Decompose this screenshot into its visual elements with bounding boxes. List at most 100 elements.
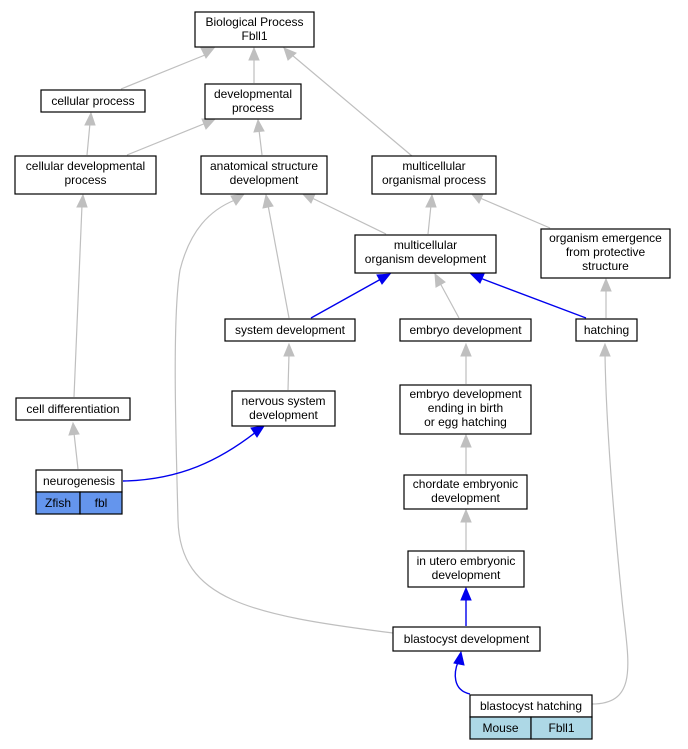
annotation-gene: fbl [95, 496, 108, 510]
node-embryo-development[interactable]: embryo development [399, 318, 532, 342]
edge-mod-to-anatomical-structure-development [311, 197, 387, 235]
edge-embryo-development-to-mod [439, 282, 460, 319]
node-organism-emergence[interactable]: organism emergence from protective struc… [540, 228, 671, 279]
node-anatomical-structure-development[interactable]: anatomical structure development [200, 155, 328, 195]
arrowhead [262, 193, 274, 209]
annotation-cell-gene [530, 716, 593, 740]
node-multicellular-organism-development[interactable]: multicellular organism development [354, 234, 497, 274]
node-label: in utero embryonic [417, 554, 516, 568]
node-label: nervous system [241, 394, 325, 408]
edges-is-a [68, 46, 629, 705]
annotation-cell-gene [79, 491, 123, 515]
node-label: multicellular [402, 159, 465, 173]
edges-part-of [122, 273, 587, 695]
node-embryo-development-ending[interactable]: embryo development ending in birth or eg… [399, 384, 532, 435]
node-multicellular-organismal-process[interactable]: multicellular organismal process [371, 155, 497, 195]
edge-neurogenesis-to-nervous-system-development [122, 431, 257, 482]
node-cellular-developmental-process[interactable]: cellular developmental process [14, 155, 157, 195]
node-developmental-process[interactable]: developmental process [204, 83, 302, 120]
arrowhead [230, 193, 246, 206]
edge-blastocyst-hatching-to-hatching [591, 353, 629, 705]
arrowhead [283, 342, 295, 357]
node-label: hatching [584, 323, 629, 337]
edge-blastocyst-development-to-anatomical-structure-development [174, 199, 394, 634]
arrowhead [434, 272, 446, 288]
node-label: development [230, 173, 299, 187]
node-label: structure [582, 259, 629, 273]
arrowhead [460, 586, 472, 601]
node-label: developmental [214, 87, 292, 101]
edge-anatomical-structure-development-to-developmental-process [258, 129, 263, 156]
arrowhead [200, 47, 216, 59]
annotation-species: Zfish [45, 496, 71, 510]
node-hatching[interactable]: hatching [575, 318, 638, 342]
arrowhead [460, 508, 472, 523]
edge-hatching-to-mod [479, 277, 587, 319]
edge-nervous-system-development-to-system-development [287, 353, 290, 391]
node-chordate-embryonic-development[interactable]: chordate embryonic development [403, 474, 528, 510]
arrowhead [425, 193, 437, 208]
node-blastocyst-hatching[interactable]: blastocyst hatching [469, 694, 593, 718]
arrowhead [469, 273, 485, 284]
node-label: embryo development [409, 323, 522, 337]
arrowhead [68, 421, 80, 436]
node-neurogenesis[interactable]: neurogenesis [35, 469, 123, 493]
node-blastocyst-development[interactable]: blastocyst development [392, 626, 541, 652]
node-label: or egg hatching [424, 415, 507, 429]
node-label: from protective [566, 245, 646, 259]
node-label: neurogenesis [43, 474, 115, 488]
node-biological-process[interactable]: Biological Process Fbll1 [194, 11, 315, 48]
node-label: embryo development [409, 387, 522, 401]
node-label: cell differentiation [26, 402, 119, 416]
node-label: anatomical structure [210, 159, 318, 173]
node-label: development [432, 568, 501, 582]
annotation-species: Mouse [482, 721, 518, 735]
edge-cellular-developmental-process-to-developmental-process [126, 122, 207, 156]
node-nervous-system-development[interactable]: nervous system development [231, 390, 336, 427]
node-label: blastocyst development [404, 632, 530, 646]
edge-cell-differentiation-to-cellular-developmental-process [73, 204, 83, 398]
edge-mod-to-multicellular-organismal-process [427, 204, 432, 235]
node-label: development [431, 491, 500, 505]
arrowhead [283, 47, 297, 61]
node-cell-differentiation[interactable]: cell differentiation [15, 397, 131, 421]
annotation-neurogenesis: Zfish fbl [35, 491, 123, 515]
edge-system-development-to-mod [310, 278, 382, 319]
node-in-utero-embryonic-development[interactable]: in utero embryonic development [407, 550, 525, 588]
arrowhead [250, 425, 266, 438]
node-label: development [249, 408, 318, 422]
arrowhead [600, 277, 612, 292]
edge-multicellular-organismal-process-to-biological-process [291, 54, 413, 157]
arrowhead [248, 46, 260, 61]
node-label: Biological Process [205, 15, 303, 29]
edge-cellular-process-to-biological-process [120, 54, 206, 90]
arrowhead [599, 342, 611, 357]
edge-blastocyst-hatching-to-blastocyst-development [454, 661, 471, 695]
node-label: ending in birth [428, 401, 503, 415]
edge-organism-emergence-to-multicellular-organismal-process [479, 197, 551, 229]
arrowhead [84, 111, 96, 126]
arrowhead [460, 433, 472, 448]
arrowhead [453, 650, 465, 666]
node-system-development[interactable]: system development [224, 318, 356, 342]
node-label: cellular process [51, 94, 134, 108]
arrowhead [376, 273, 392, 285]
edge-neurogenesis-to-cell-differentiation [73, 432, 79, 470]
node-label: organism development [365, 252, 487, 266]
node-label: process [232, 101, 274, 115]
edge-system-development-to-anatomical-structure-development [267, 204, 290, 319]
edge-cellular-developmental-process-to-cellular-process [86, 122, 91, 156]
node-label: chordate embryonic [413, 477, 518, 491]
arrowhead [460, 342, 472, 357]
node-label: Fbll1 [241, 29, 267, 43]
node-label: blastocyst hatching [480, 699, 582, 713]
node-label: multicellular [394, 238, 457, 252]
node-cellular-process[interactable]: cellular process [40, 89, 146, 113]
arrowhead [253, 118, 265, 133]
arrowhead [201, 118, 217, 130]
node-label: organismal process [382, 173, 486, 187]
node-label: system development [235, 323, 346, 337]
arrowhead [76, 193, 88, 208]
annotation-blastocyst-hatching: Mouse Fbll1 [469, 716, 593, 740]
